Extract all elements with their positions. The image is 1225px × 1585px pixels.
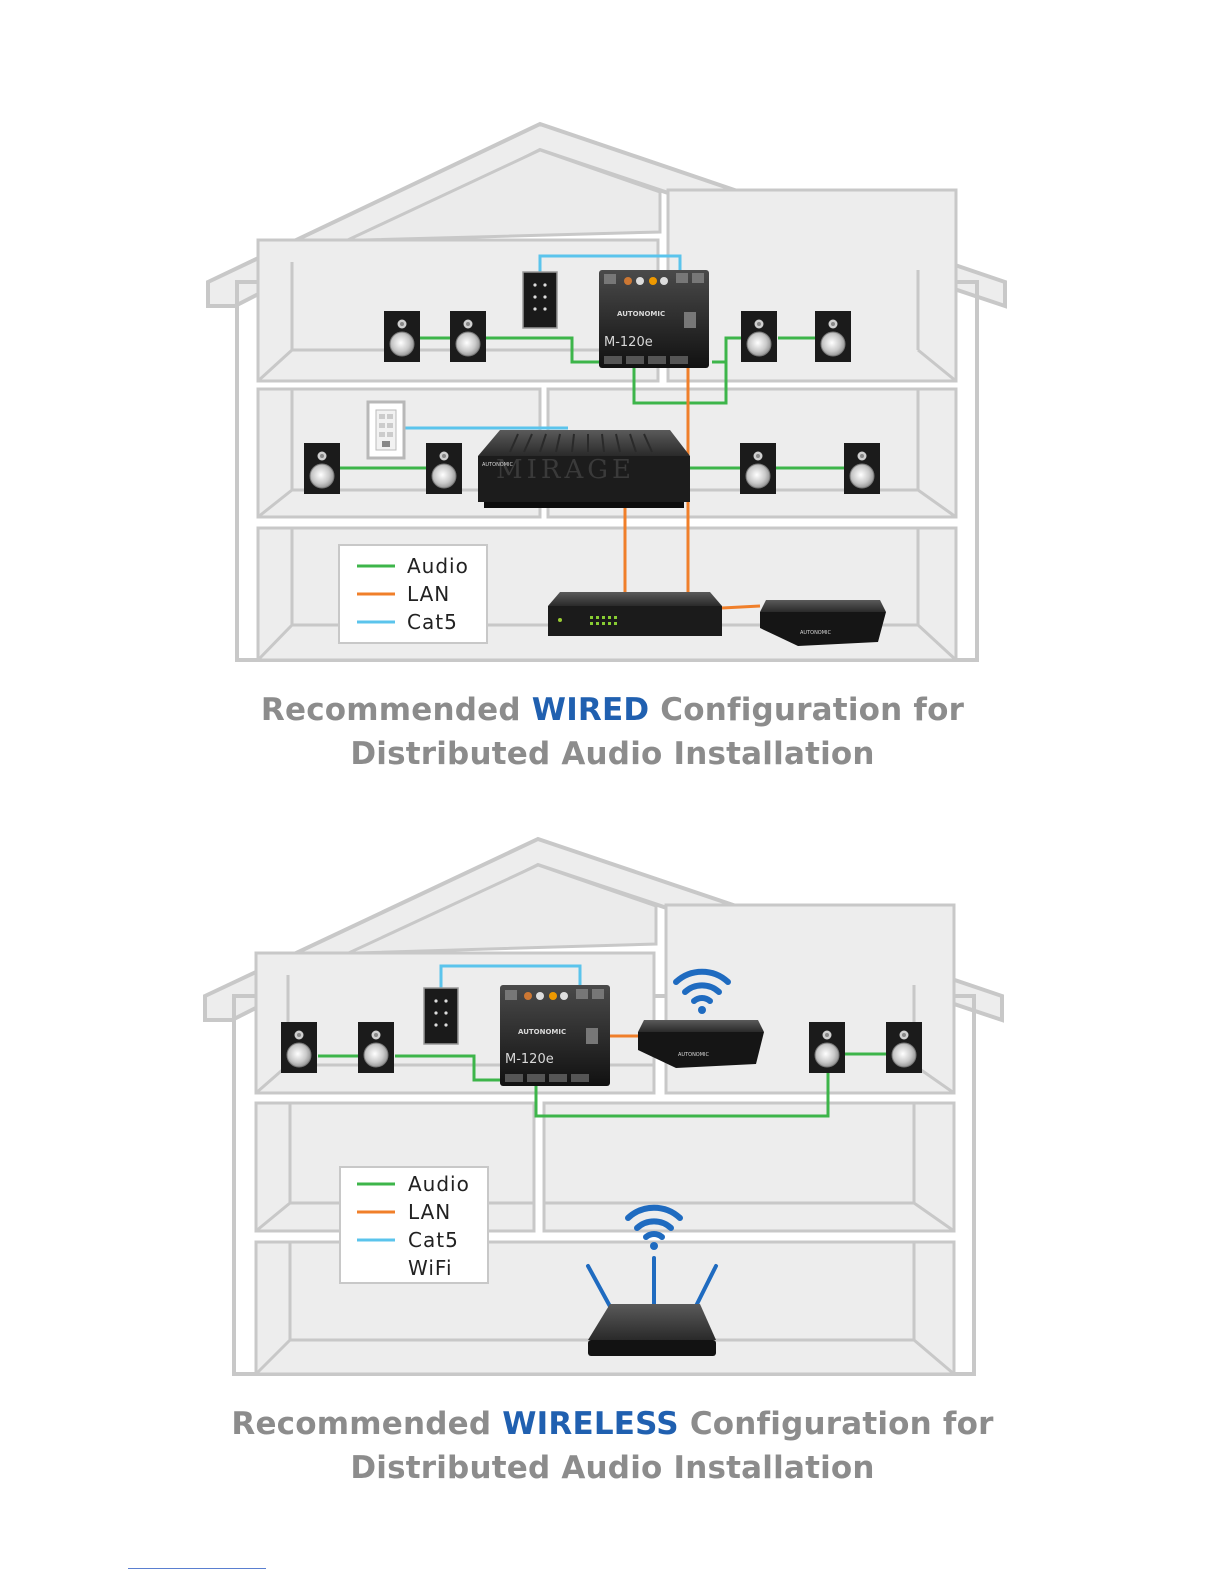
wireless-legend-lan-label: LAN — [408, 1200, 451, 1224]
wired-mirage-small-brand: AUTONOMIC — [482, 462, 514, 468]
wired-speaker-3 — [741, 311, 777, 362]
wired-lan-line-switch-streamer — [722, 606, 760, 608]
wired-speaker-8 — [844, 443, 880, 494]
wired-speaker-5 — [304, 443, 340, 494]
wireless-speaker-3 — [809, 1022, 845, 1073]
wired-mirage-receiver: MIRAGE AUTONOMIC — [478, 430, 690, 508]
wired-speaker-7 — [740, 443, 776, 494]
wired-speaker-6 — [426, 443, 462, 494]
wired-amplifier: AUTONOMIC M-120e — [599, 270, 709, 368]
wired-caption-line2: Distributed Audio Installation — [0, 732, 1225, 776]
wired-network-switch — [548, 592, 722, 636]
wireless-caption-line2: Distributed Audio Installation — [0, 1446, 1225, 1490]
wireless-amplifier: AUTONOMIC M-120e — [500, 985, 610, 1086]
wired-speaker-1 — [384, 311, 420, 362]
wireless-caption-highlight: WIRELESS — [502, 1406, 679, 1442]
wired-caption-line1: Recommended WIRED Configuration for — [0, 688, 1225, 732]
svg-text:AUTONOMIC: AUTONOMIC — [678, 1052, 710, 1058]
wireless-speaker-2 — [358, 1022, 394, 1073]
wireless-amp-model: M-120e — [505, 1052, 554, 1067]
wired-legend-audio-label: Audio — [407, 554, 469, 578]
wired-speaker-2 — [450, 311, 486, 362]
wired-mirage-label: MIRAGE — [496, 455, 635, 485]
wired-amp-brand: AUTONOMIC — [617, 310, 665, 318]
wired-room-top-right — [668, 190, 956, 381]
wired-legend: Audio LAN Cat5 — [339, 545, 487, 643]
wireless-legend: Audio LAN Cat5 WiFi — [340, 1167, 488, 1283]
wired-caption: Recommended WIRED Configuration for Dist… — [0, 688, 1225, 776]
wireless-amp-brand: AUTONOMIC — [518, 1028, 566, 1036]
wireless-caption-line1: Recommended WIRELESS Configuration for — [0, 1402, 1225, 1446]
wired-caption-prefix: Recommended — [261, 692, 532, 728]
wired-keypad-light — [368, 402, 404, 458]
wired-amp-model: M-120e — [604, 335, 653, 350]
wireless-legend-audio-label: Audio — [408, 1172, 470, 1196]
wireless-room-mid-right — [544, 1103, 954, 1231]
wired-keypad-dark — [523, 272, 557, 328]
wireless-keypad-dark — [424, 988, 458, 1044]
wireless-legend-cat5-label: Cat5 — [408, 1228, 459, 1252]
footer-rule — [128, 1568, 266, 1569]
wireless-speaker-4 — [886, 1022, 922, 1073]
wireless-speaker-1 — [281, 1022, 317, 1073]
wireless-caption: Recommended WIRELESS Configuration for D… — [0, 1402, 1225, 1490]
wired-caption-highlight: WIRED — [532, 692, 650, 728]
wired-legend-cat5-label: Cat5 — [407, 610, 458, 634]
wireless-caption-prefix: Recommended — [231, 1406, 502, 1442]
wired-legend-lan-label: LAN — [407, 582, 450, 606]
wireless-caption-suffix: Configuration for — [679, 1406, 994, 1442]
wired-house — [208, 124, 1005, 660]
svg-text:AUTONOMIC: AUTONOMIC — [800, 630, 832, 636]
wired-caption-suffix: Configuration for — [649, 692, 964, 728]
wired-speaker-4 — [815, 311, 851, 362]
wireless-streamer-box: AUTONOMIC — [638, 1020, 764, 1068]
wireless-legend-wifi-label: WiFi — [408, 1256, 453, 1280]
